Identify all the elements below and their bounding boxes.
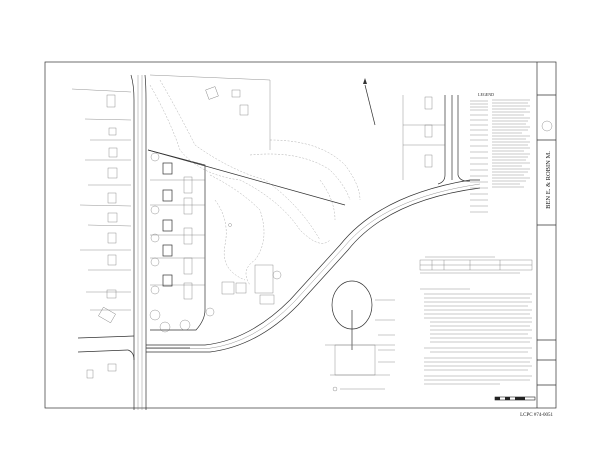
side-road (402, 95, 471, 185)
east-parcel (403, 96, 445, 168)
north-parcel (149, 74, 271, 227)
title-block: BEN E. & ROBIN M. LCPC #74-0051 (520, 62, 556, 418)
legend: LEGEND (470, 92, 530, 213)
cross-street (77, 335, 190, 361)
firm-seal-icon (541, 120, 553, 132)
existing-buildings (221, 264, 282, 305)
sheet-border (44, 61, 557, 409)
subdivision-lots (147, 149, 346, 333)
left-lots (71, 88, 132, 379)
scale-bar (494, 396, 536, 401)
planting-notes (420, 288, 532, 385)
owner-name: BEN E. & ROBIN M. (545, 151, 552, 209)
tree-symbols (149, 152, 215, 333)
plant-schedule-table (419, 256, 533, 274)
curved-road (146, 179, 481, 353)
legend-title: LEGEND (478, 92, 494, 97)
north-arrow-icon (363, 78, 376, 126)
main-road (130, 74, 147, 410)
permit-number: LCPC #74-0051 (520, 413, 553, 418)
tree-planting-detail (325, 280, 395, 392)
topographic-contours (149, 79, 361, 286)
